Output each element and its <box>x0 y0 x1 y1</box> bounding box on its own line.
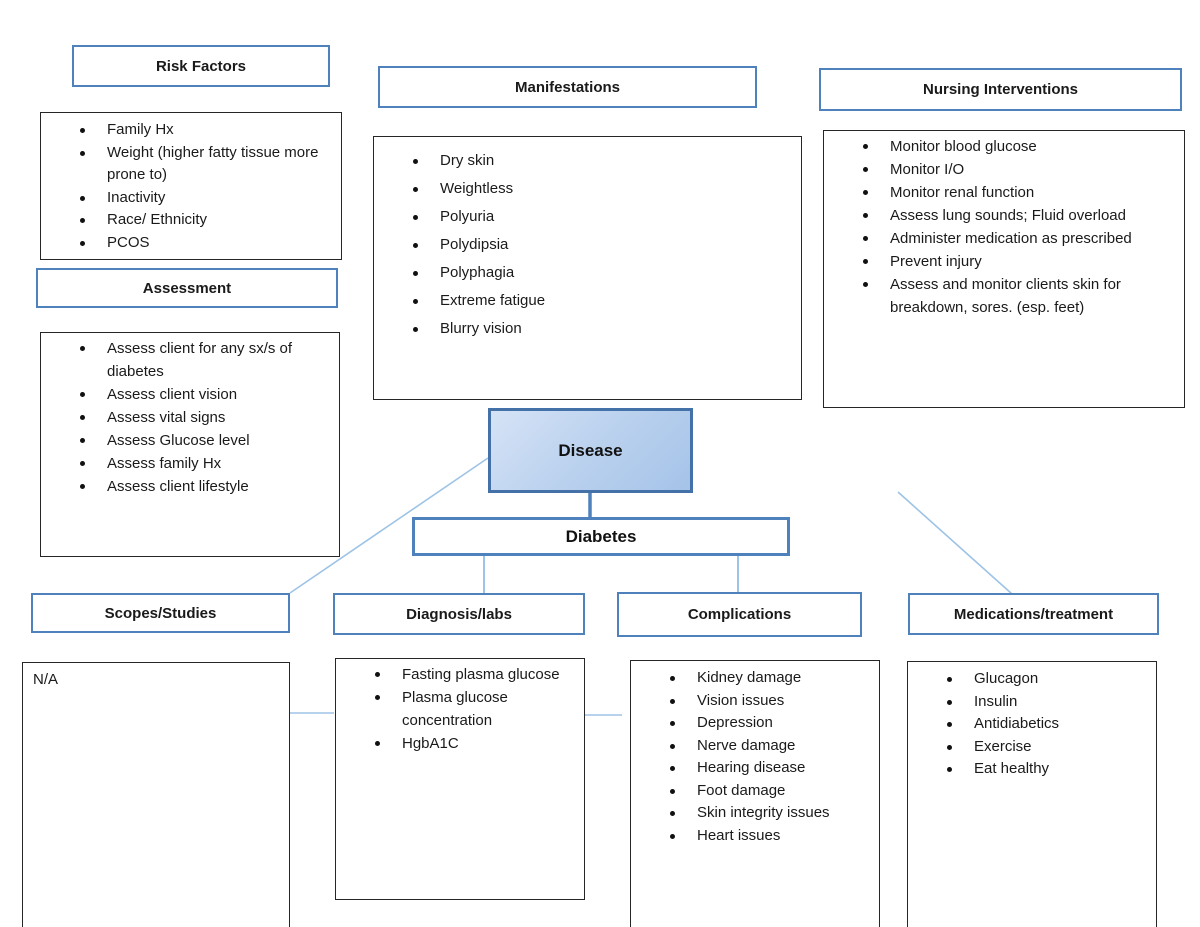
nursing-interventions-title: Nursing Interventions <box>922 81 1079 98</box>
assessment-header: Assessment <box>36 268 338 308</box>
bullet-item: Administer medication as prescribed <box>824 227 1178 250</box>
bullet-item: HgbA1C <box>336 732 578 755</box>
scopes-studies-note: N/A <box>33 671 59 688</box>
bullet-item: Assess vital signs <box>41 406 333 429</box>
bullet-item: Assess and monitor clients skin for brea… <box>824 273 1178 319</box>
bullet-item: Assess family Hx <box>41 452 333 475</box>
bullet-item: Polyphagia <box>374 259 795 287</box>
bullet-item: Assess client for any sx/s of diabetes <box>41 337 333 383</box>
bullet-item: Hearing disease <box>631 757 873 780</box>
bullet-item: Exercise <box>908 736 1150 759</box>
bullet-item: Skin integrity issues <box>631 802 873 825</box>
bullet-item: Assess client vision <box>41 383 333 406</box>
bullet-item: Antidiabetics <box>908 713 1150 736</box>
bullet-item: Weightless <box>374 175 795 203</box>
bullet-item: Plasma glucose concentration <box>336 686 578 732</box>
risk-factors-title: Risk Factors <box>155 57 247 75</box>
manifestations-header: Manifestations <box>378 66 757 108</box>
bullet-item: Foot damage <box>631 780 873 803</box>
bullet-item: Glucagon <box>908 668 1150 691</box>
assessment-title: Assessment <box>142 279 232 297</box>
bullet-item: Fasting plasma glucose <box>336 663 578 686</box>
bullet-item: Dry skin <box>374 147 795 175</box>
medications-treatment-title: Medications/treatment <box>953 605 1114 623</box>
scopes-studies-header: Scopes/Studies <box>31 593 290 633</box>
scopes-studies-box: N/A <box>22 662 290 927</box>
bullet-item: Vision issues <box>631 690 873 713</box>
bullet-item: Polyuria <box>374 203 795 231</box>
diagnosis-labs-title: Diagnosis/labs <box>406 605 512 623</box>
bullet-item: Kidney damage <box>631 667 873 690</box>
bullet-item: Eat healthy <box>908 758 1150 781</box>
medications-treatment-header: Medications/treatment <box>908 593 1159 635</box>
complications-header: Complications <box>617 592 862 637</box>
bullet-item: Polydipsia <box>374 231 795 259</box>
bullet-item: Monitor renal function <box>824 181 1178 204</box>
bullet-item: Assess client lifestyle <box>41 475 333 498</box>
diabetes-label: Diabetes <box>565 526 637 546</box>
bullet-item: Assess Glucose level <box>41 429 333 452</box>
bullet-item: Depression <box>631 712 873 735</box>
bullet-item: Monitor blood glucose <box>824 135 1178 158</box>
bullet-item: PCOS <box>41 232 335 255</box>
bullet-item: Inactivity <box>41 187 335 210</box>
complications-title: Complications <box>687 606 792 623</box>
bullet-item: Prevent injury <box>824 250 1178 273</box>
scopes-studies-title: Scopes/Studies <box>104 604 217 622</box>
bullet-item: Race/ Ethnicity <box>41 209 335 232</box>
nursing-interventions-header: Nursing Interventions <box>819 68 1182 111</box>
diabetes-node: Diabetes <box>412 517 790 556</box>
bullet-item: Nerve damage <box>631 735 873 758</box>
bullet-item: Monitor I/O <box>824 158 1178 181</box>
bullet-item: Insulin <box>908 691 1150 714</box>
bullet-item: Extreme fatigue <box>374 287 795 315</box>
bullet-item: Family Hx <box>41 119 335 142</box>
risk-factors-header: Risk Factors <box>72 45 330 87</box>
connector-disease-medications <box>897 491 1013 595</box>
disease-node: Disease <box>488 408 693 493</box>
bullet-item: Assess lung sounds; Fluid overload <box>824 204 1178 227</box>
bullet-item: Heart issues <box>631 825 873 848</box>
bullet-item: Blurry vision <box>374 315 795 343</box>
diagnosis-labs-header: Diagnosis/labs <box>333 593 585 635</box>
bullet-item: Weight (higher fatty tissue more prone t… <box>41 142 335 187</box>
disease-label: Disease <box>558 440 623 460</box>
manifestations-title: Manifestations <box>514 78 620 96</box>
